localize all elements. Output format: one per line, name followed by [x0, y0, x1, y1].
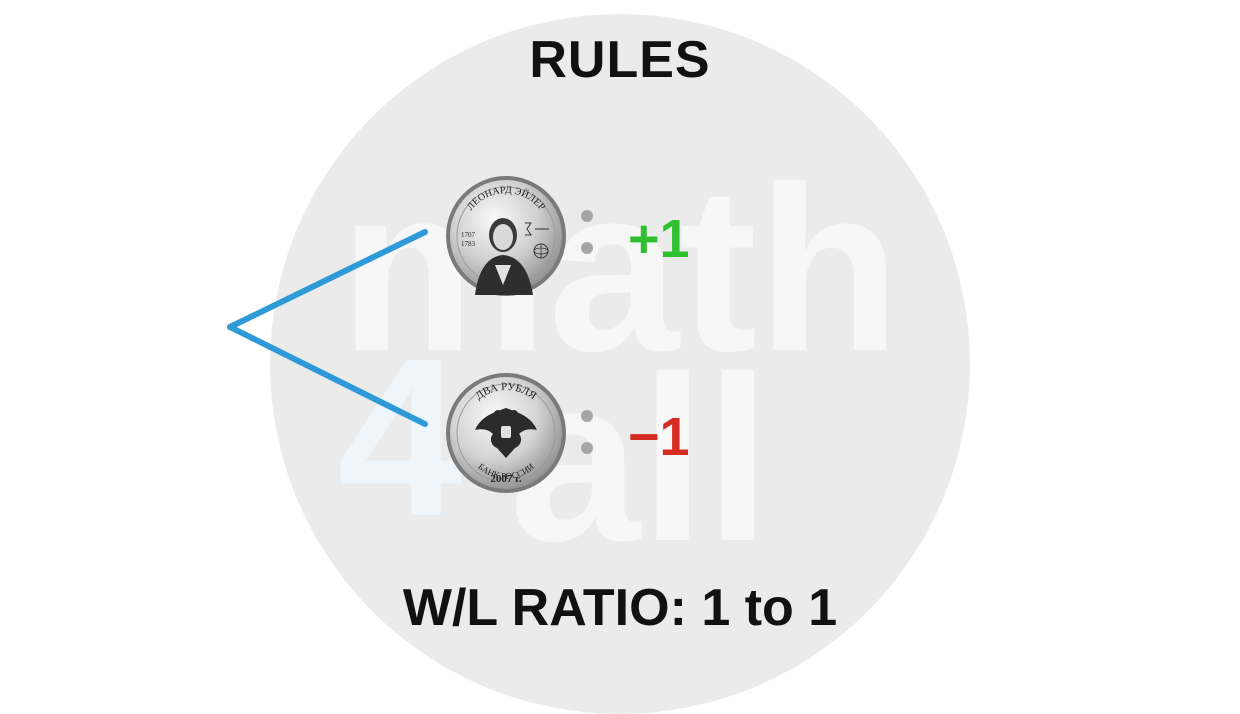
heads-score: +1: [628, 209, 690, 269]
tails-colon: [581, 410, 595, 474]
watermark-word-math: math: [339, 137, 900, 400]
eagle-coin-year: 2007 г.: [490, 473, 522, 485]
win-loss-ratio: W/L RATIO: 1 to 1: [402, 579, 838, 637]
euler-coin-year-2: 1783: [461, 240, 476, 248]
euler-coin-year-1: 1707: [461, 231, 476, 239]
heads-colon: [581, 210, 595, 274]
branch-lower: [227, 324, 428, 427]
euler-coin-icon: ЛЕОНАРД ЭЙЛЕР 1707 1783: [446, 176, 566, 296]
slide-title: RULES: [529, 31, 711, 89]
rules-slide: math 4 all RULES ЛЕОНАРД ЭЙЛЕР 1707 1783: [227, 14, 970, 714]
tree-branches: [227, 229, 428, 427]
watermark-circle: [270, 14, 970, 714]
watermark-digit-4: 4: [337, 311, 462, 563]
tails-score: −1: [628, 407, 690, 467]
eagle-coin-icon: ДВА РУБЛЯ БАНК РОССИИ 2007 г.: [446, 373, 566, 493]
branch-upper: [227, 229, 428, 330]
watermark-logo: math 4 all: [337, 137, 900, 590]
